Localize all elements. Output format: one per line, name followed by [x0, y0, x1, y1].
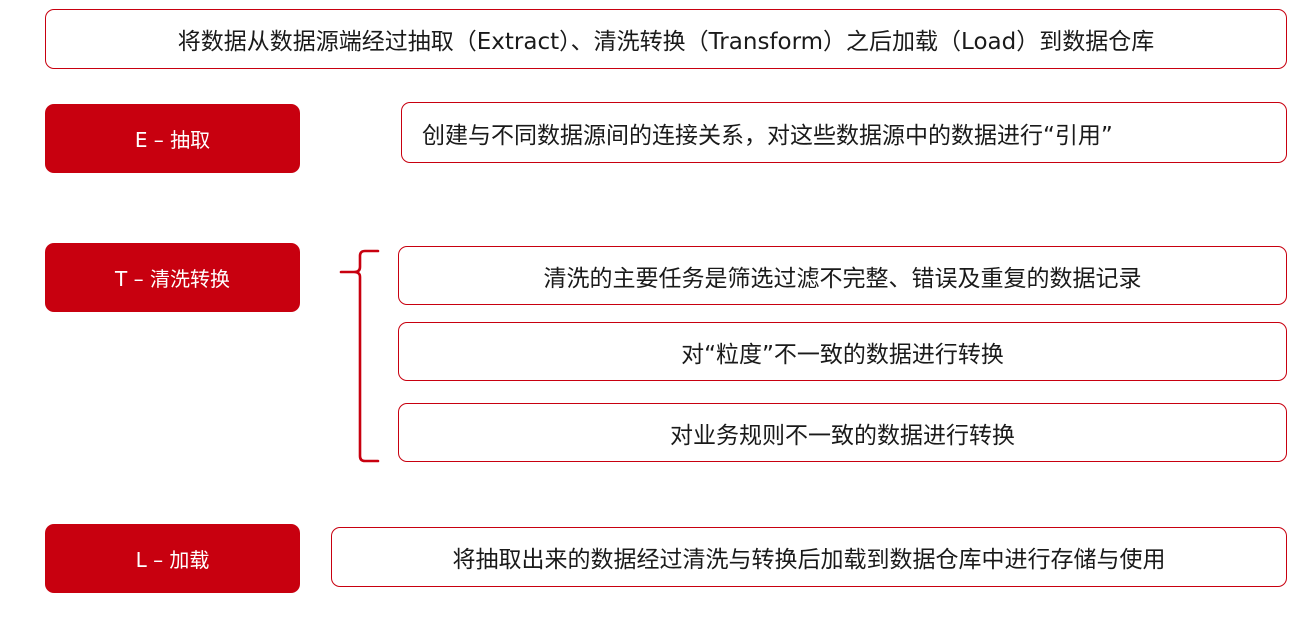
- extract-description-box: 创建与不同数据源间的连接关系，对这些数据源中的数据进行“引用”: [401, 102, 1287, 163]
- transform-item-box: 对“粒度”不一致的数据进行转换: [398, 322, 1287, 381]
- transform-stage-label: T – 清洗转换: [45, 243, 300, 312]
- load-stage-label-text: L – 加载: [135, 548, 210, 572]
- transform-item-text: 清洗的主要任务是筛选过滤不完整、错误及重复的数据记录: [543, 265, 1142, 292]
- extract-description-text: 创建与不同数据源间的连接关系，对这些数据源中的数据进行“引用”: [422, 122, 1113, 149]
- extract-stage-label: E – 抽取: [45, 104, 300, 173]
- transform-item-text: 对业务规则不一致的数据进行转换: [670, 422, 1015, 449]
- transform-item-text: 对“粒度”不一致的数据进行转换: [681, 341, 1004, 368]
- transform-stage-label-text: T – 清洗转换: [115, 267, 230, 291]
- etl-definition-text: 将数据从数据源端经过抽取（Extract）、清洗转换（Transform）之后加…: [177, 29, 1155, 55]
- extract-stage-label-text: E – 抽取: [134, 128, 211, 152]
- transform-item-box: 清洗的主要任务是筛选过滤不完整、错误及重复的数据记录: [398, 246, 1287, 305]
- transform-item-box: 对业务规则不一致的数据进行转换: [398, 403, 1287, 462]
- load-stage-label: L – 加载: [45, 524, 300, 593]
- curly-brace-icon: [339, 249, 380, 463]
- load-description-text: 将抽取出来的数据经过清洗与转换后加载到数据仓库中进行存储与使用: [452, 547, 1166, 573]
- load-description-box: 将抽取出来的数据经过清洗与转换后加载到数据仓库中进行存储与使用: [331, 527, 1287, 587]
- etl-definition-box: 将数据从数据源端经过抽取（Extract）、清洗转换（Transform）之后加…: [45, 9, 1287, 69]
